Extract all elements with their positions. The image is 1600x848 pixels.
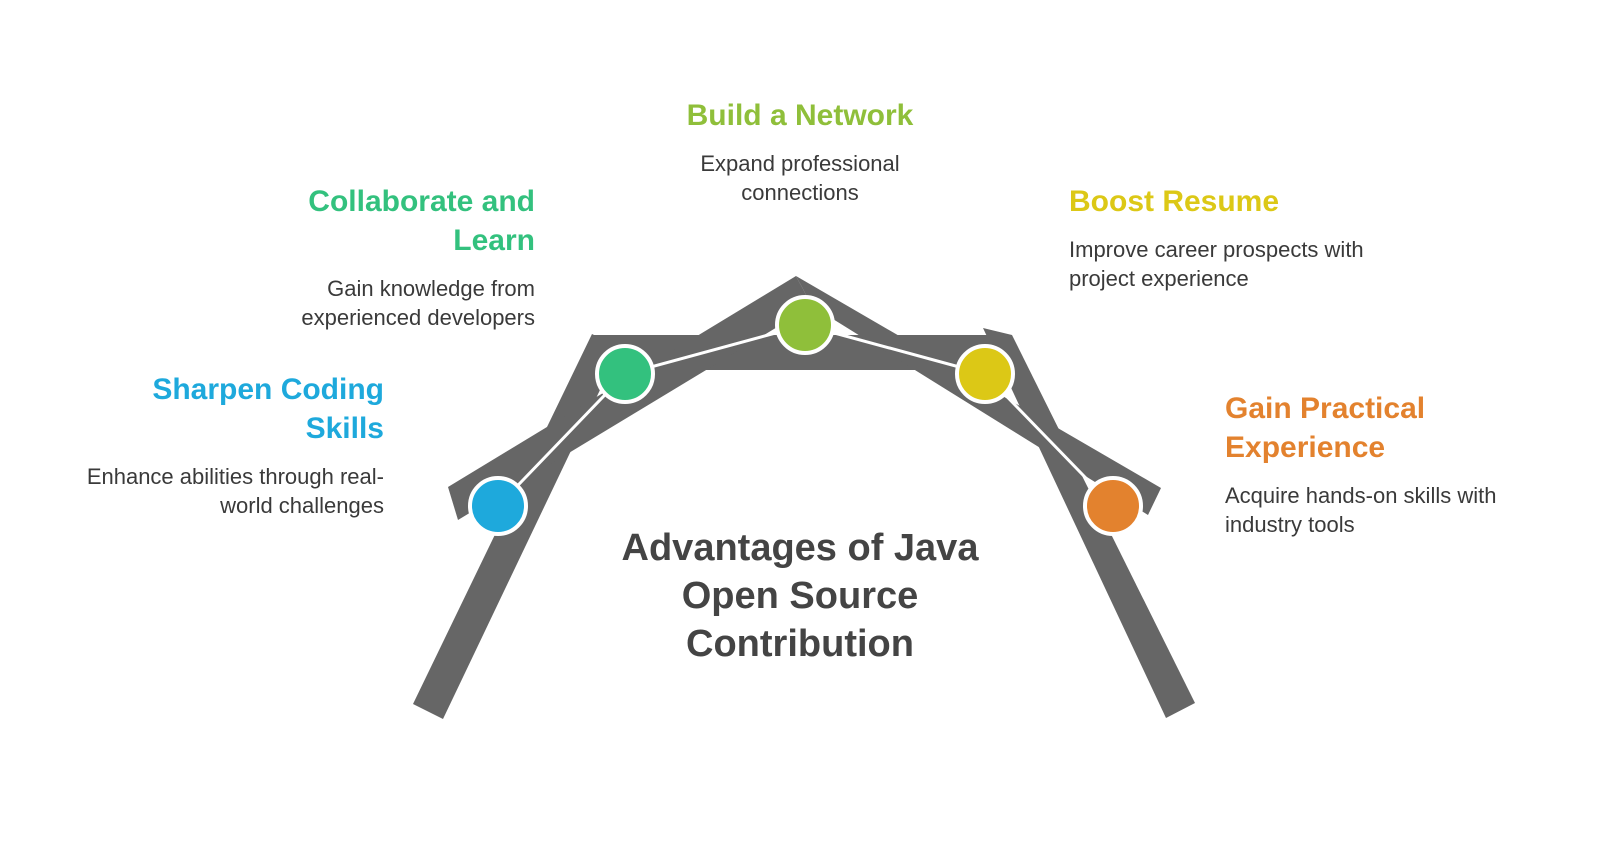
benefit-description: Acquire hands-on skills with industry to… bbox=[1225, 483, 1497, 537]
benefit-description: Expand professional connections bbox=[700, 151, 900, 205]
benefit-title: Boost Resume bbox=[1069, 185, 1280, 218]
benefit-title: Gain Practical Experience bbox=[1225, 392, 1426, 464]
connector-lines bbox=[496, 323, 1115, 508]
node-collaborate-and-learn bbox=[595, 344, 655, 404]
benefit-description: Gain knowledge from experienced develope… bbox=[301, 276, 535, 330]
benefit-description: Improve career prospects with project ex… bbox=[1069, 237, 1364, 291]
connector-line bbox=[496, 372, 627, 508]
benefit-title: Collaborate and Learn bbox=[308, 185, 535, 257]
benefit-boost-resume: Boost Resume Improve career prospects wi… bbox=[1069, 182, 1369, 293]
node-sharpen-coding-skills bbox=[468, 476, 528, 536]
node-build-a-network bbox=[775, 295, 835, 355]
benefit-collaborate-and-learn: Collaborate and Learn Gain knowledge fro… bbox=[235, 182, 535, 332]
benefit-build-a-network: Build a Network Expand professional conn… bbox=[650, 96, 950, 207]
node-gain-practical-experience bbox=[1083, 476, 1143, 536]
benefit-description: Enhance abilities through real-world cha… bbox=[86, 464, 384, 518]
connector-line bbox=[804, 323, 986, 376]
benefit-sharpen-coding-skills: Sharpen Coding Skills Enhance abilities … bbox=[84, 370, 384, 520]
connector-line bbox=[983, 372, 1115, 508]
connector-line bbox=[624, 323, 806, 376]
benefit-nodes bbox=[468, 295, 1143, 536]
benefit-title: Sharpen Coding Skills bbox=[152, 373, 384, 445]
diagram-title: Advantages of Java Open Source Contribut… bbox=[621, 527, 979, 665]
benefit-gain-practical-experience: Gain Practical Experience Acquire hands-… bbox=[1225, 389, 1525, 539]
benefit-title: Build a Network bbox=[686, 99, 914, 132]
node-boost-resume bbox=[955, 344, 1015, 404]
